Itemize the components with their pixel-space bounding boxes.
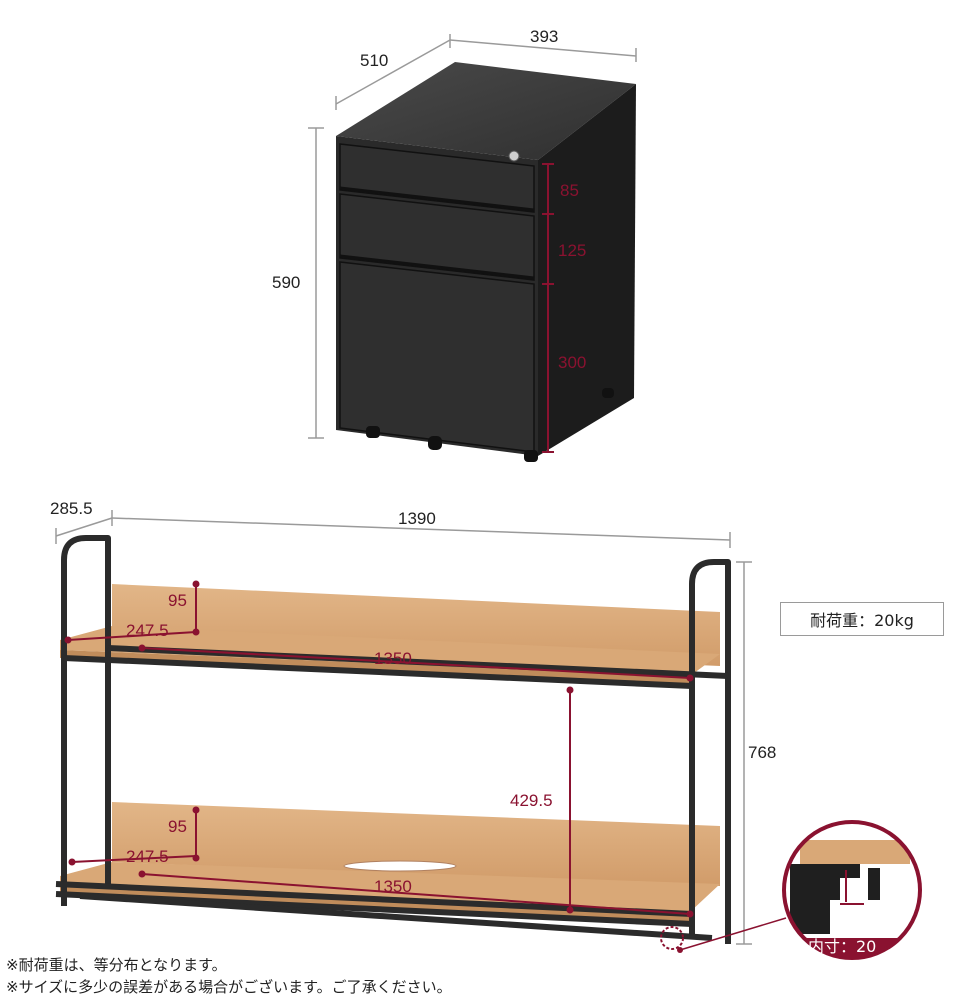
drawer-dimension-lines <box>542 163 554 453</box>
drawer-cabinet <box>336 62 636 462</box>
shelf-red-dimension-dots <box>64 580 694 918</box>
shelf-height-label: 768 <box>748 743 776 762</box>
drawer-2 <box>339 193 535 281</box>
clearance-label: 429.5 <box>510 791 553 810</box>
inner-size-label: 内寸：20 <box>808 937 876 956</box>
cabinet-width-label: 393 <box>530 27 558 46</box>
cabinet-side <box>538 84 636 456</box>
upper-shelf-board <box>60 626 720 676</box>
cabinet-dimension-lines <box>308 34 637 439</box>
lower-back-board <box>112 802 720 886</box>
drawer-3 <box>339 261 535 453</box>
lower-board-width-label: 1350 <box>374 877 412 896</box>
shelf-red-dimension-lines <box>67 584 691 915</box>
casters <box>366 388 614 462</box>
lower-board-depth-label: 247.5 <box>126 847 169 866</box>
drawer-2-height-label: 125 <box>558 241 586 260</box>
upper-board-depth-label: 247.5 <box>126 621 169 640</box>
lower-shelf-board <box>60 862 720 912</box>
lock-icon <box>508 150 520 162</box>
upper-board-width-label: 1350 <box>374 649 412 668</box>
drawer-1-height-label: 85 <box>560 181 579 200</box>
shelf-dimension-lines <box>55 510 752 945</box>
note-size-tolerance: ※サイズに多少の誤差がある場合がございます。ご了承ください。 <box>6 978 452 996</box>
upper-board-height-label: 95 <box>168 591 187 610</box>
load-capacity-text: 耐荷重：20kg <box>810 611 914 630</box>
shelf-depth-label: 285.5 <box>50 499 93 518</box>
note-load-distribution: ※耐荷重は、等分布となります。 <box>6 956 227 974</box>
drawer-3-height-label: 300 <box>558 353 586 372</box>
cabinet-depth-label: 510 <box>360 51 388 70</box>
cabinet-top <box>336 62 636 160</box>
detail-callout <box>660 820 922 960</box>
load-capacity-badge: 耐荷重：20kg <box>780 602 944 636</box>
lower-board-height-label: 95 <box>168 817 187 836</box>
cabinet-height-label: 590 <box>272 273 300 292</box>
shelf-width-label: 1390 <box>398 509 436 528</box>
cable-slot <box>343 860 457 872</box>
